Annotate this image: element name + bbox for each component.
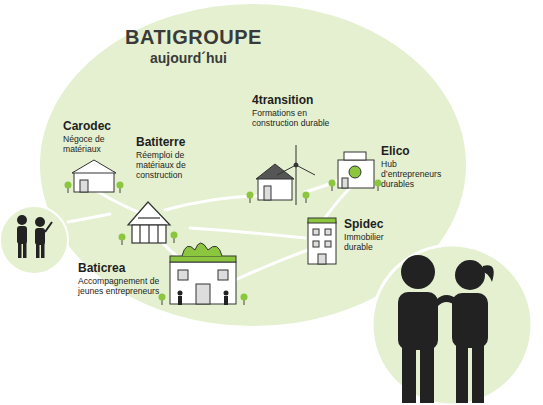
company-name: Batiterre <box>136 136 218 150</box>
company-node: BatiterreRéemploi de matériaux de constr… <box>136 136 218 180</box>
company-description: Hub d’entrepreneurs durables <box>381 159 451 189</box>
company-description: Accompagnement de jeunes entrepreneurs <box>78 276 166 296</box>
company-node: BaticreaAccompagnement de jeunes entrepr… <box>78 262 166 296</box>
company-description: Négoce de matériaux <box>63 134 131 154</box>
company-description: Formations en construction durable <box>252 108 336 128</box>
company-node: CarodecNégoce de matériaux <box>63 120 131 154</box>
company-name: Spidec <box>344 218 404 232</box>
company-node: SpidecImmobilier durable <box>344 218 404 252</box>
group-ellipse: BATIGROUPEaujourd´huiCarodecNégoce de ma… <box>38 2 468 328</box>
company-description: Immobilier durable <box>344 232 404 252</box>
group-ellipse-fill <box>39 3 467 327</box>
company-name: 4transition <box>252 94 336 108</box>
subtitle: aujourd´hui <box>150 50 227 66</box>
company-name: Elico <box>381 145 451 159</box>
company-node: 4transitionFormations en construction du… <box>252 94 336 128</box>
company-description: Réemploi de matériaux de construction <box>136 150 218 180</box>
company-name: Baticrea <box>78 262 166 276</box>
company-name: Carodec <box>63 120 131 134</box>
company-node: ElicoHub d’entrepreneurs durables <box>381 145 451 189</box>
title: BATIGROUPE <box>125 26 262 49</box>
